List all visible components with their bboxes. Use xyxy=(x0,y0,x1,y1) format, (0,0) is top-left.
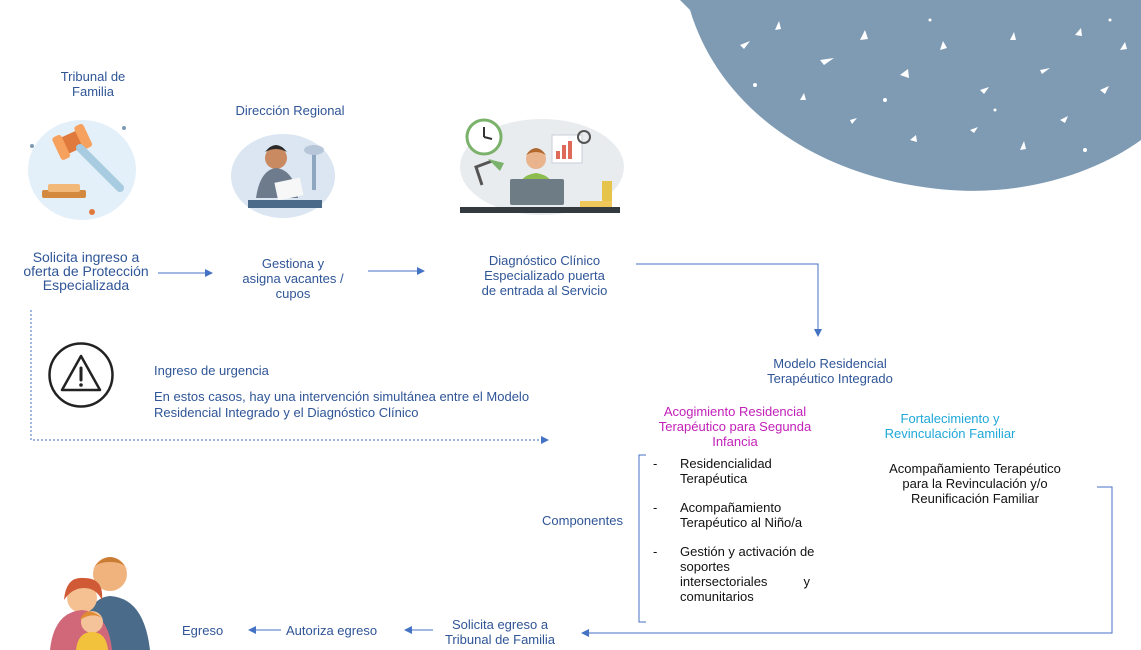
list-item: - Gestión y activación de soportes inters… xyxy=(653,544,843,604)
family-icon xyxy=(50,557,150,650)
urgencia-text: En estos casos, hay una intervención sim… xyxy=(154,389,530,420)
fortalecimiento-title: Fortalecimiento y Revinculación Familiar xyxy=(884,411,1016,441)
acompanamiento-familiar: Acompañamiento Terapéutico para la Revin… xyxy=(889,461,1061,506)
decorative-blob xyxy=(680,0,1141,191)
component-text: Acompañamiento Terapéutico al Niño/a xyxy=(680,500,803,530)
solicita-egreso: Solicita egreso a Tribunal de Familia xyxy=(444,617,556,647)
urgencia-title: Ingreso de urgencia xyxy=(154,363,269,378)
egreso-label: Egreso xyxy=(182,623,224,638)
bullet-dash: - xyxy=(653,544,658,559)
direccion-label: Dirección Regional xyxy=(235,103,345,118)
modelo-title: Modelo Residencial Terapéutico Integrado xyxy=(767,356,893,386)
acogimiento-title: Acogimiento Residencial Terapéutico para… xyxy=(658,404,812,449)
warning-icon xyxy=(48,342,114,408)
autoriza-egreso: Autoriza egreso xyxy=(286,623,378,638)
component-text: Residencialidad Terapéutica xyxy=(680,456,772,486)
componentes-label: Componentes xyxy=(542,513,623,528)
gavel-icon xyxy=(28,120,136,220)
tribunal-label: Tribunal de Familia xyxy=(60,69,126,99)
list-item: - Acompañamiento Terapéutico al Niño/a xyxy=(653,500,843,530)
bullet-dash: - xyxy=(653,456,658,471)
step-solicita-ingreso: Solicita ingreso a oferta de Protección … xyxy=(23,249,149,293)
step-diagnostico: Diagnóstico Clínico Especializado puerta… xyxy=(481,253,608,298)
clinician-desk-icon xyxy=(460,118,624,215)
office-worker-icon xyxy=(231,134,335,218)
bullet-dash: - xyxy=(653,500,658,515)
componentes-list: - Residencialidad Terapéutica - Acompañami… xyxy=(653,456,843,618)
list-item: - Residencialidad Terapéutica xyxy=(653,456,843,486)
step-gestiona: Gestiona y asigna vacantes / cupos xyxy=(242,256,344,301)
component-text: Gestión y activación de soportes interse… xyxy=(680,544,815,604)
